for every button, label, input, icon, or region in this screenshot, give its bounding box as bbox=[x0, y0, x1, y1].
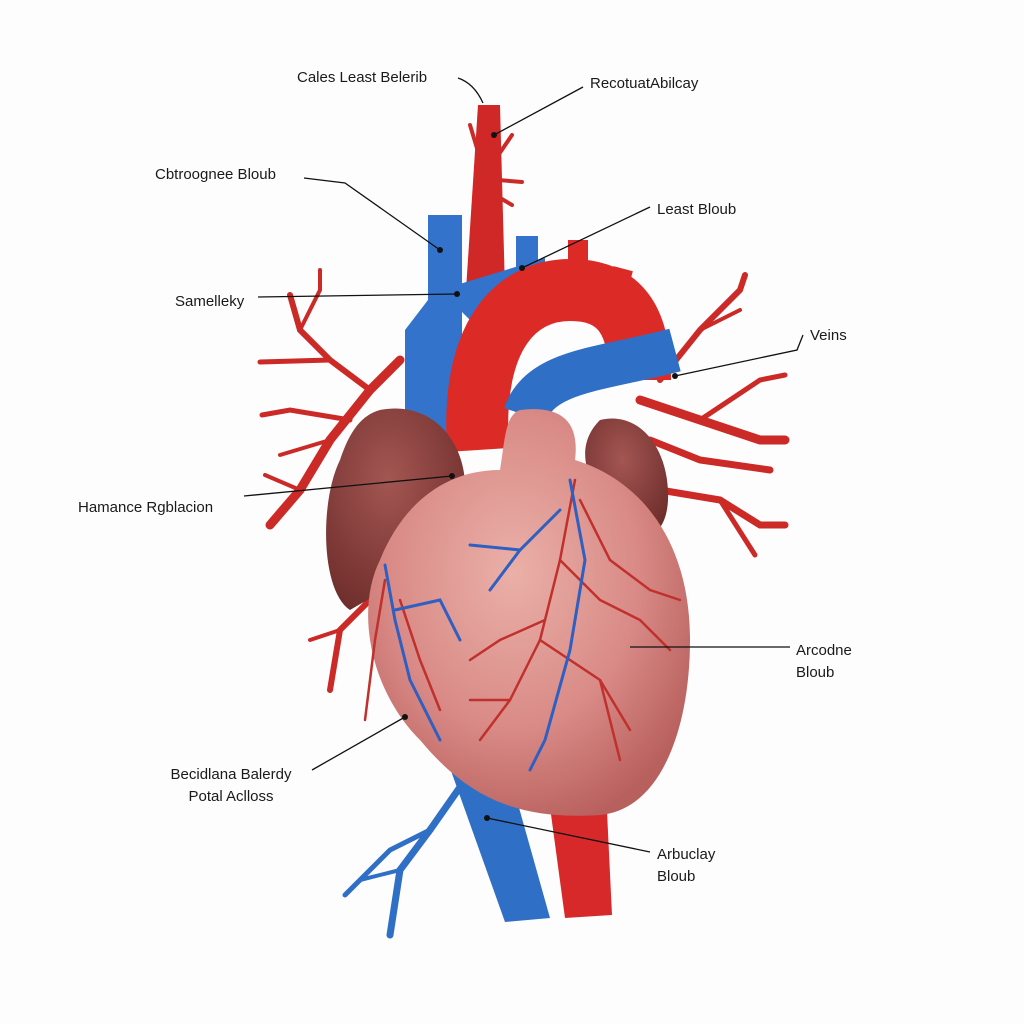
arch-branch-1 bbox=[568, 240, 588, 290]
label-upper-left: Cbtroognee Bloub bbox=[155, 166, 276, 183]
label-bottom-left: Becidlana Balerdy Potal Aclloss bbox=[155, 764, 307, 808]
label-right-lower-line2: Bloub bbox=[796, 664, 835, 681]
coronary-veins bbox=[383, 478, 587, 772]
pulmonary-vessel bbox=[504, 328, 681, 424]
label-right-lower: Arcodne Bloub bbox=[796, 640, 852, 684]
carotid-artery bbox=[466, 105, 524, 290]
label-bottom-right-line2: Bloub bbox=[657, 868, 696, 885]
label-left-mid: Samelleky bbox=[175, 293, 245, 310]
label-upper-right: Least Bloub bbox=[657, 201, 737, 218]
right-arterial-branches bbox=[635, 272, 790, 558]
label-veins: Veins bbox=[810, 327, 847, 344]
label-bottom-right: Arbuclay Bloub bbox=[657, 844, 715, 888]
label-top-right: RecotuatAbilcay bbox=[590, 75, 699, 92]
label-bottom-right-line1: Arbuclay bbox=[657, 846, 716, 863]
label-bottom-left-line1: Becidlana Balerdy bbox=[170, 766, 292, 783]
label-top-center: Cales Least Belerib bbox=[297, 69, 428, 86]
aortic-arch bbox=[446, 258, 671, 453]
leader-lines bbox=[243, 77, 804, 853]
coronary-arteries bbox=[363, 478, 682, 762]
label-right-lower-line1: Arcodne bbox=[796, 642, 852, 659]
left-arterial-branches bbox=[257, 268, 405, 693]
superior-vena-cava bbox=[405, 215, 462, 440]
label-left-lower: Hamance Rgblacion bbox=[78, 499, 214, 516]
label-bottom-left-line2: Potal Aclloss bbox=[188, 788, 274, 805]
inferior-vena-cava bbox=[440, 740, 550, 922]
leader-dots bbox=[402, 132, 678, 821]
right-atrium bbox=[585, 418, 669, 536]
lower-vein-branches bbox=[342, 776, 469, 939]
arch-branch-2 bbox=[603, 266, 633, 310]
